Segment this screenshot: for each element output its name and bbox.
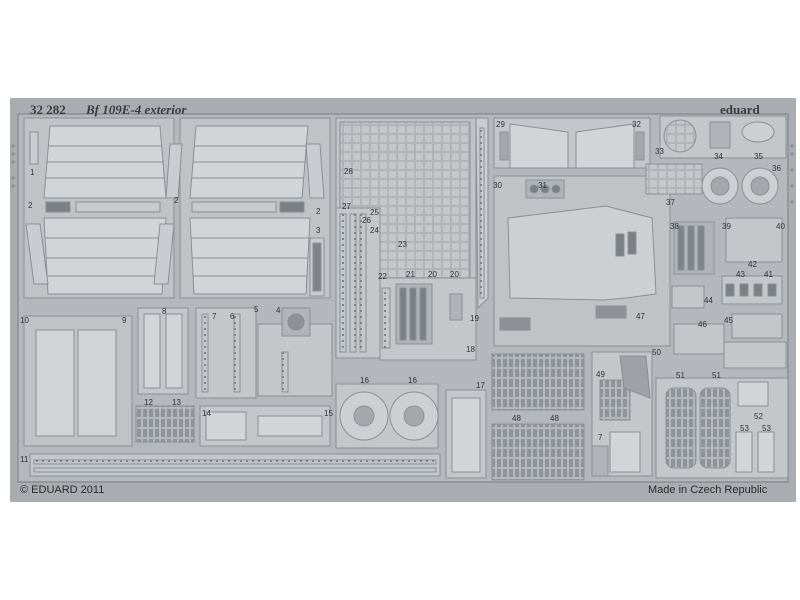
part-number: 9 — [122, 316, 127, 325]
part-number: 25 — [370, 208, 379, 217]
part-number: 53 — [740, 424, 749, 433]
cowling-panel — [493, 117, 651, 169]
lower-left-parts — [23, 307, 333, 447]
part-number: 32 — [632, 120, 641, 129]
sprue-dots-left — [11, 144, 15, 188]
part-number: 52 — [754, 412, 763, 421]
part-number: 38 — [670, 222, 679, 231]
part-number: 34 — [714, 152, 723, 161]
part-number: 51 — [712, 371, 721, 380]
part-number: 39 — [722, 222, 731, 231]
part-number: 50 — [652, 348, 661, 357]
part-number: 29 — [496, 120, 505, 129]
part-number: 16 — [360, 376, 369, 385]
part-number: 19 — [470, 314, 479, 323]
part-number: 7 — [598, 433, 603, 442]
right-mid-parts — [671, 217, 787, 369]
part-number: 12 — [144, 398, 153, 407]
long-rail — [29, 453, 441, 477]
part-number: 49 — [596, 370, 605, 379]
photo-etch-fret — [10, 98, 796, 502]
part-number: 48 — [512, 414, 521, 423]
part-number: 51 — [676, 371, 685, 380]
part-number: 2 — [174, 196, 179, 205]
part-number: 7 — [212, 312, 217, 321]
part-number: 47 — [636, 312, 645, 321]
part-number: 26 — [362, 216, 371, 225]
sheet-code: 32 282 — [30, 102, 66, 117]
part-number: 43 — [736, 270, 745, 279]
part-number: 40 — [776, 222, 785, 231]
part-number: 24 — [370, 226, 379, 235]
part-number: 35 — [754, 152, 763, 161]
part-number: 45 — [724, 316, 733, 325]
part-number: 14 — [202, 409, 211, 418]
part-number: 16 — [408, 376, 417, 385]
part-number: 23 — [398, 240, 407, 249]
part-number: 41 — [764, 270, 773, 279]
slatted-panels — [491, 351, 653, 481]
wheel-discs — [335, 383, 487, 479]
part-number: 15 — [324, 409, 333, 418]
part-number: 28 — [344, 167, 353, 176]
part-number: 20 — [450, 270, 459, 279]
center-strips — [335, 207, 477, 361]
part-number: 21 — [406, 270, 415, 279]
part-number: 18 — [466, 345, 475, 354]
part-number: 30 — [493, 181, 502, 190]
part-number: 8 — [162, 307, 167, 316]
dial-parts — [645, 115, 787, 205]
part-number: 6 — [230, 312, 235, 321]
part-number: 42 — [748, 260, 757, 269]
part-number: 46 — [698, 320, 707, 329]
copyright-text: © EDUARD 2011 — [20, 484, 105, 496]
sheet-title: Bf 109E-4 exterior — [86, 102, 187, 117]
part-number: 2 — [28, 201, 33, 210]
part-number: 17 — [476, 381, 485, 390]
sprue-dots-right — [790, 144, 794, 204]
part-number: 48 — [550, 414, 559, 423]
part-number: 2 — [316, 207, 321, 216]
left-flap-panels — [23, 117, 175, 299]
part-number: 20 — [428, 270, 437, 279]
part-number: 4 — [276, 306, 281, 315]
origin-text: Made in Czech Republic — [648, 484, 768, 496]
part-number: 10 — [20, 316, 29, 325]
part-number: 1 — [30, 168, 35, 177]
part-number: 44 — [704, 296, 713, 305]
part-number: 53 — [762, 424, 771, 433]
part-number: 22 — [378, 272, 387, 281]
part-number: 11 — [20, 455, 29, 464]
part-number: 36 — [772, 164, 781, 173]
right-flap-panels — [165, 117, 331, 299]
part-number: 13 — [172, 398, 181, 407]
part-number: 37 — [666, 198, 675, 207]
brand-logo-text: eduard — [720, 102, 760, 117]
part-number: 5 — [254, 305, 259, 314]
part-number: 33 — [655, 147, 664, 156]
part-number: 31 — [538, 181, 547, 190]
oval-grills — [655, 377, 789, 479]
part-number: 27 — [342, 202, 351, 211]
engine-cover-panel — [493, 175, 671, 347]
part-number: 3 — [316, 226, 321, 235]
